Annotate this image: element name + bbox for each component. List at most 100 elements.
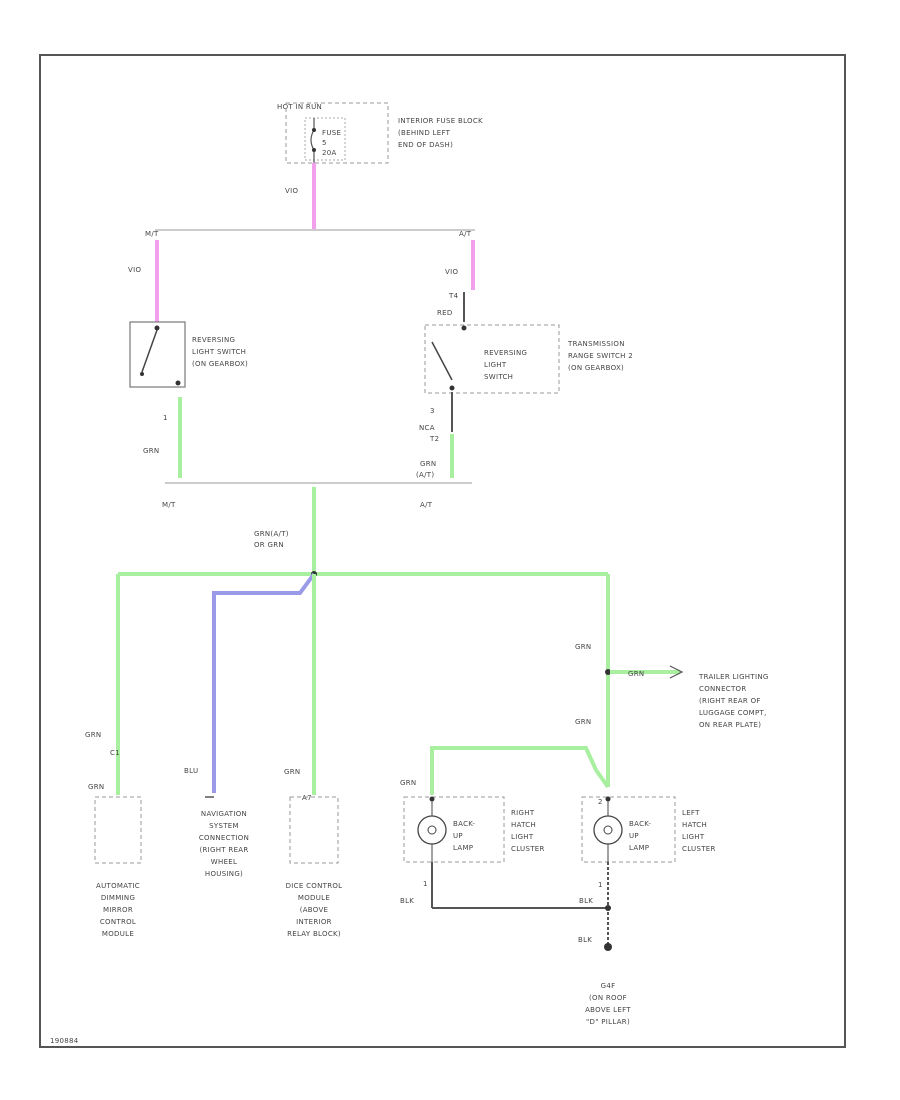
wire-label-ground-3: BLK — [578, 936, 592, 944]
rh-bulb-label-1: BACK- — [453, 820, 475, 828]
at-switch-outer-3: (ON GEARBOX) — [568, 364, 624, 372]
dice-label-4: INTERIOR — [296, 918, 332, 926]
wire-label-ground-1: BLK — [400, 897, 414, 905]
wire-label-junction-1: GRN(A/T) — [254, 530, 289, 538]
wire-label-at-out-2: (A/T) — [416, 471, 434, 479]
fuse-terminal-bottom — [312, 148, 316, 152]
wire-label-nav: BLU — [184, 767, 198, 775]
wire-label-mt-out: GRN — [143, 447, 159, 455]
wire-label-mirror-pin2: GRN — [88, 783, 104, 791]
fuse-element-icon — [310, 129, 315, 151]
fuse-inner — [304, 117, 346, 161]
at-switch-outline — [424, 324, 560, 394]
fuse-location-1: INTERIOR FUSE BLOCK — [398, 117, 483, 125]
ground-label-4: "D" PILLAR) — [586, 1018, 630, 1026]
fuse-label-1: FUSE — [322, 129, 341, 137]
diagram-border — [39, 54, 846, 1048]
at-switch-inner-3: SWITCH — [484, 373, 513, 381]
trailer-label-4: LUGGAGE COMPT, — [699, 709, 767, 717]
fuse-location-3: END OF DASH) — [398, 141, 453, 149]
fuse-header: HOT IN RUN — [277, 103, 322, 111]
lh-cluster-label-1: LEFT — [682, 809, 700, 817]
trailer-label-5: ON REAR PLATE) — [699, 721, 761, 729]
mt-switch-box — [129, 321, 186, 388]
lh-bulb-label-1: BACK- — [629, 820, 651, 828]
top-bus-at: A/T — [459, 230, 472, 238]
wire-label-mt-pin: 1 — [163, 414, 168, 422]
rh-lamp-outline — [403, 796, 505, 863]
lh-cluster-label-3: LIGHT — [682, 833, 705, 841]
wire-label-right-1: GRN — [575, 643, 591, 651]
nav-label-3: CONNECTION — [199, 834, 249, 842]
wire-label-at-wire-bot: NCA — [419, 424, 435, 432]
wire-label-at-wire-top: RED — [437, 309, 453, 317]
wire-label-dice-pin: A7 — [302, 794, 312, 802]
wire-label-at-out-1: GRN — [420, 460, 436, 468]
at-switch-terminal-bottom — [449, 385, 455, 391]
dice-label-5: RELAY BLOCK) — [287, 930, 341, 938]
at-range-switch: REVERSING LIGHT SWITCH TRANSMISSION RANG… — [424, 324, 633, 394]
wire-label-at-pin-top: T4 — [448, 292, 459, 300]
rh-cluster-label-3: LIGHT — [511, 833, 534, 841]
dice-label-2: MODULE — [298, 894, 330, 902]
lh-cluster-label-4: CLUSTER — [682, 845, 716, 853]
wire-label-mirror: GRN — [85, 731, 101, 739]
fuse-block: HOT IN RUN FUSE 5 20A INTERIOR FUSE BLOC… — [277, 102, 483, 164]
ground-label-3: ABOVE LEFT — [585, 1006, 631, 1014]
fuse-location-2: (BEHIND LEFT — [398, 129, 451, 137]
dice-module-outline — [289, 796, 339, 864]
rh-cluster-label-2: HATCH — [511, 821, 536, 829]
mirror-module-outline — [94, 796, 142, 864]
wire-label-trailer: GRN — [628, 670, 644, 678]
rh-cluster-label-1: RIGHT — [511, 809, 535, 817]
wire-label-at-in: VIO — [445, 268, 458, 276]
wire-label-right-2: GRN — [575, 718, 591, 726]
wire-label-rh-pin-bot: 1 — [423, 880, 428, 888]
ground-point-icon — [604, 943, 612, 951]
dice-label-3: (ABOVE — [300, 906, 329, 914]
fuse-terminal-top — [312, 128, 316, 132]
mt-switch-label-3: (ON GEARBOX) — [192, 360, 248, 368]
wire-label-rh-lamp: GRN — [400, 779, 416, 787]
lh-bulb-filament-icon — [603, 825, 613, 835]
mt-switch-pivot — [140, 372, 144, 376]
wire-label-at-pin-bot2: T2 — [429, 435, 439, 443]
nav-label-4: (RIGHT REAR — [199, 846, 248, 854]
mirror-module: AUTOMATIC DIMMING MIRROR CONTROL MODULE — [94, 796, 142, 938]
dice-module: DICE CONTROL MODULE (ABOVE INTERIOR RELA… — [286, 796, 342, 938]
rh-cluster-label-4: CLUSTER — [511, 845, 545, 853]
at-switch-terminal-top — [461, 325, 467, 331]
at-switch-outer-2: RANGE SWITCH 2 — [568, 352, 633, 360]
mt-reversing-switch: REVERSING LIGHT SWITCH (ON GEARBOX) — [129, 321, 248, 388]
bottom-bus-mt: M/T — [162, 501, 176, 509]
at-switch-inner-1: REVERSING — [484, 349, 527, 357]
wire-label-at-pin-bot: 3 — [430, 407, 435, 415]
navigation-connection: NAVIGATION SYSTEM CONNECTION (RIGHT REAR… — [199, 796, 249, 878]
wire-label-lh-pin-top: 2 — [598, 798, 603, 806]
mt-switch-label-1: REVERSING — [192, 336, 235, 344]
left-hatch-lamp: 2 BACK- UP LAMP LEFT HATCH LIGHT CLUSTER — [581, 796, 716, 863]
wire-nav-branch — [212, 572, 316, 793]
mirror-label-1: AUTOMATIC — [96, 882, 140, 890]
lh-bulb-label-3: LAMP — [629, 844, 649, 852]
at-switch-outer-1: TRANSMISSION — [567, 340, 625, 348]
footer-code: 190884 — [50, 1037, 79, 1045]
fuse-label-3: 20A — [322, 149, 337, 157]
splice-trailer — [605, 669, 611, 675]
nav-label-2: SYSTEM — [209, 822, 239, 830]
bottom-bus-at: A/T — [420, 501, 433, 509]
nav-label-1: NAVIGATION — [201, 810, 247, 818]
rh-bulb-label-2: UP — [453, 832, 463, 840]
splice-ground — [605, 905, 611, 911]
rh-lamp-terminal-top — [429, 796, 435, 802]
wire-label-ground-2: BLK — [579, 897, 593, 905]
nav-label-5: WHEEL — [211, 858, 237, 866]
lh-bulb-label-2: UP — [629, 832, 639, 840]
mirror-label-3: MIRROR — [103, 906, 133, 914]
trailer-label-3: (RIGHT REAR OF — [699, 697, 761, 705]
rh-bulb-label-3: LAMP — [453, 844, 473, 852]
at-switch-inner-2: LIGHT — [484, 361, 507, 369]
wire-rh-lamp-feed — [430, 746, 598, 795]
ground-label-1: G4F — [601, 982, 616, 990]
trailer-label-1: TRAILER LIGHTING — [698, 673, 769, 681]
